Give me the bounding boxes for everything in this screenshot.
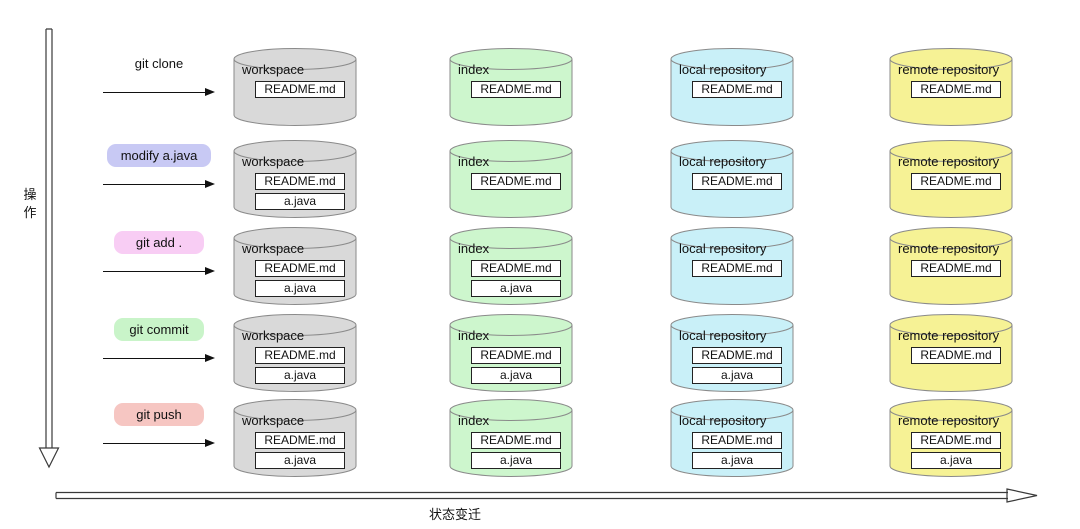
- cylinder-remote-repository: remote repository README.md: [889, 313, 1013, 393]
- cylinder-title: workspace: [242, 241, 305, 256]
- cylinder-title: local repository: [679, 154, 767, 169]
- file-box: README.md: [911, 432, 1001, 449]
- operation: git add .: [103, 231, 215, 286]
- file-box: README.md: [692, 81, 782, 98]
- file-box: a.java: [255, 367, 345, 384]
- cylinder-workspace: workspace README.md a.java: [233, 398, 357, 478]
- cylinder-title: remote repository: [898, 413, 1000, 428]
- file-box: README.md: [471, 81, 561, 98]
- cylinder-index: index README.md: [449, 47, 573, 127]
- file-box: README.md: [255, 173, 345, 190]
- row-git-commit: git commit workspace README.md a.java: [0, 313, 1080, 395]
- row-modify-a-java: modify a.java workspace README.md a.java: [0, 139, 1080, 221]
- cylinder-workspace: workspace README.md a.java: [233, 139, 357, 219]
- cylinder-remote-repository: remote repository README.md: [889, 226, 1013, 306]
- file-box: a.java: [471, 367, 561, 384]
- cylinder-title: workspace: [242, 62, 305, 77]
- file-box: README.md: [911, 173, 1001, 190]
- cylinder-local-repository: local repository README.md a.java: [670, 313, 794, 393]
- operation-label: git clone: [134, 56, 184, 71]
- cylinder-local-repository: local repository README.md: [670, 139, 794, 219]
- cylinder-title: workspace: [242, 413, 305, 428]
- cylinder-title: remote repository: [898, 62, 1000, 77]
- operation-arrow-icon: [103, 354, 215, 364]
- cylinder-index: index README.md a.java: [449, 226, 573, 306]
- cylinder-title: local repository: [679, 328, 767, 343]
- file-box: README.md: [471, 260, 561, 277]
- file-box: README.md: [255, 260, 345, 277]
- operation: git push: [103, 403, 215, 458]
- cylinder-local-repository: local repository README.md: [670, 226, 794, 306]
- operation-label: git add .: [114, 231, 204, 254]
- file-box: README.md: [471, 347, 561, 364]
- state-transition-axis-label: 状态变迁: [428, 507, 481, 522]
- cylinder-shape: [670, 140, 794, 218]
- cylinder-index: index README.md a.java: [449, 313, 573, 393]
- state-transition-axis-arrow-icon: [55, 488, 1038, 503]
- cylinder-index: index README.md: [449, 139, 573, 219]
- file-box: README.md: [255, 432, 345, 449]
- cylinder-remote-repository: remote repository README.md: [889, 47, 1013, 127]
- cylinder-title: index: [458, 328, 490, 343]
- cylinder-workspace: workspace README.md a.java: [233, 313, 357, 393]
- cylinder-title: local repository: [679, 241, 767, 256]
- cylinder-workspace: workspace README.md a.java: [233, 226, 357, 306]
- cylinder-index: index README.md a.java: [449, 398, 573, 478]
- cylinder-local-repository: local repository README.md: [670, 47, 794, 127]
- operation: modify a.java: [103, 144, 215, 199]
- file-box: README.md: [911, 81, 1001, 98]
- cylinder-remote-repository: remote repository README.md: [889, 139, 1013, 219]
- cylinder-title: local repository: [679, 62, 767, 77]
- cylinder-remote-repository: remote repository README.md a.java: [889, 398, 1013, 478]
- cylinder-title: local repository: [679, 413, 767, 428]
- cylinder-workspace: workspace README.md: [233, 47, 357, 127]
- operation-label: git push: [114, 403, 204, 426]
- cylinder-title: index: [458, 413, 490, 428]
- cylinder-local-repository: local repository README.md a.java: [670, 398, 794, 478]
- file-box: README.md: [471, 432, 561, 449]
- file-box: a.java: [255, 193, 345, 210]
- row-git-clone: git clone workspace README.md: [0, 47, 1080, 129]
- file-box: README.md: [471, 173, 561, 190]
- operation: git commit: [103, 318, 215, 373]
- file-box: README.md: [255, 347, 345, 364]
- file-box: README.md: [255, 81, 345, 98]
- cylinder-title: workspace: [242, 154, 305, 169]
- operation-axis-arrow-icon: [38, 28, 60, 469]
- row-git-push: git push workspace README.md a.java: [0, 398, 1080, 480]
- file-box: README.md: [692, 173, 782, 190]
- cylinder-title: index: [458, 62, 490, 77]
- operation-arrow-icon: [103, 180, 215, 190]
- cylinder-title: index: [458, 154, 490, 169]
- cylinder-title: remote repository: [898, 241, 1000, 256]
- cylinder-title: workspace: [242, 328, 305, 343]
- cylinder-title: index: [458, 241, 490, 256]
- file-box: a.java: [471, 280, 561, 297]
- operation: git clone: [103, 52, 215, 107]
- row-git-add: git add . workspace README.md a.java: [0, 226, 1080, 308]
- file-box: a.java: [471, 452, 561, 469]
- operation-axis-label: 操作: [23, 187, 37, 220]
- file-box: a.java: [692, 367, 782, 384]
- file-box: a.java: [911, 452, 1001, 469]
- cylinder-title: remote repository: [898, 328, 1000, 343]
- operation-arrow-icon: [103, 267, 215, 277]
- file-box: a.java: [692, 452, 782, 469]
- file-box: a.java: [255, 280, 345, 297]
- file-box: README.md: [911, 260, 1001, 277]
- operation-label: modify a.java: [106, 144, 212, 167]
- operation-arrow-icon: [103, 439, 215, 449]
- operation-arrow-icon: [103, 88, 215, 98]
- file-box: README.md: [911, 347, 1001, 364]
- cylinder-title: remote repository: [898, 154, 1000, 169]
- file-box: README.md: [692, 432, 782, 449]
- file-box: README.md: [692, 347, 782, 364]
- file-box: a.java: [255, 452, 345, 469]
- file-box: README.md: [692, 260, 782, 277]
- operation-label: git commit: [114, 318, 204, 341]
